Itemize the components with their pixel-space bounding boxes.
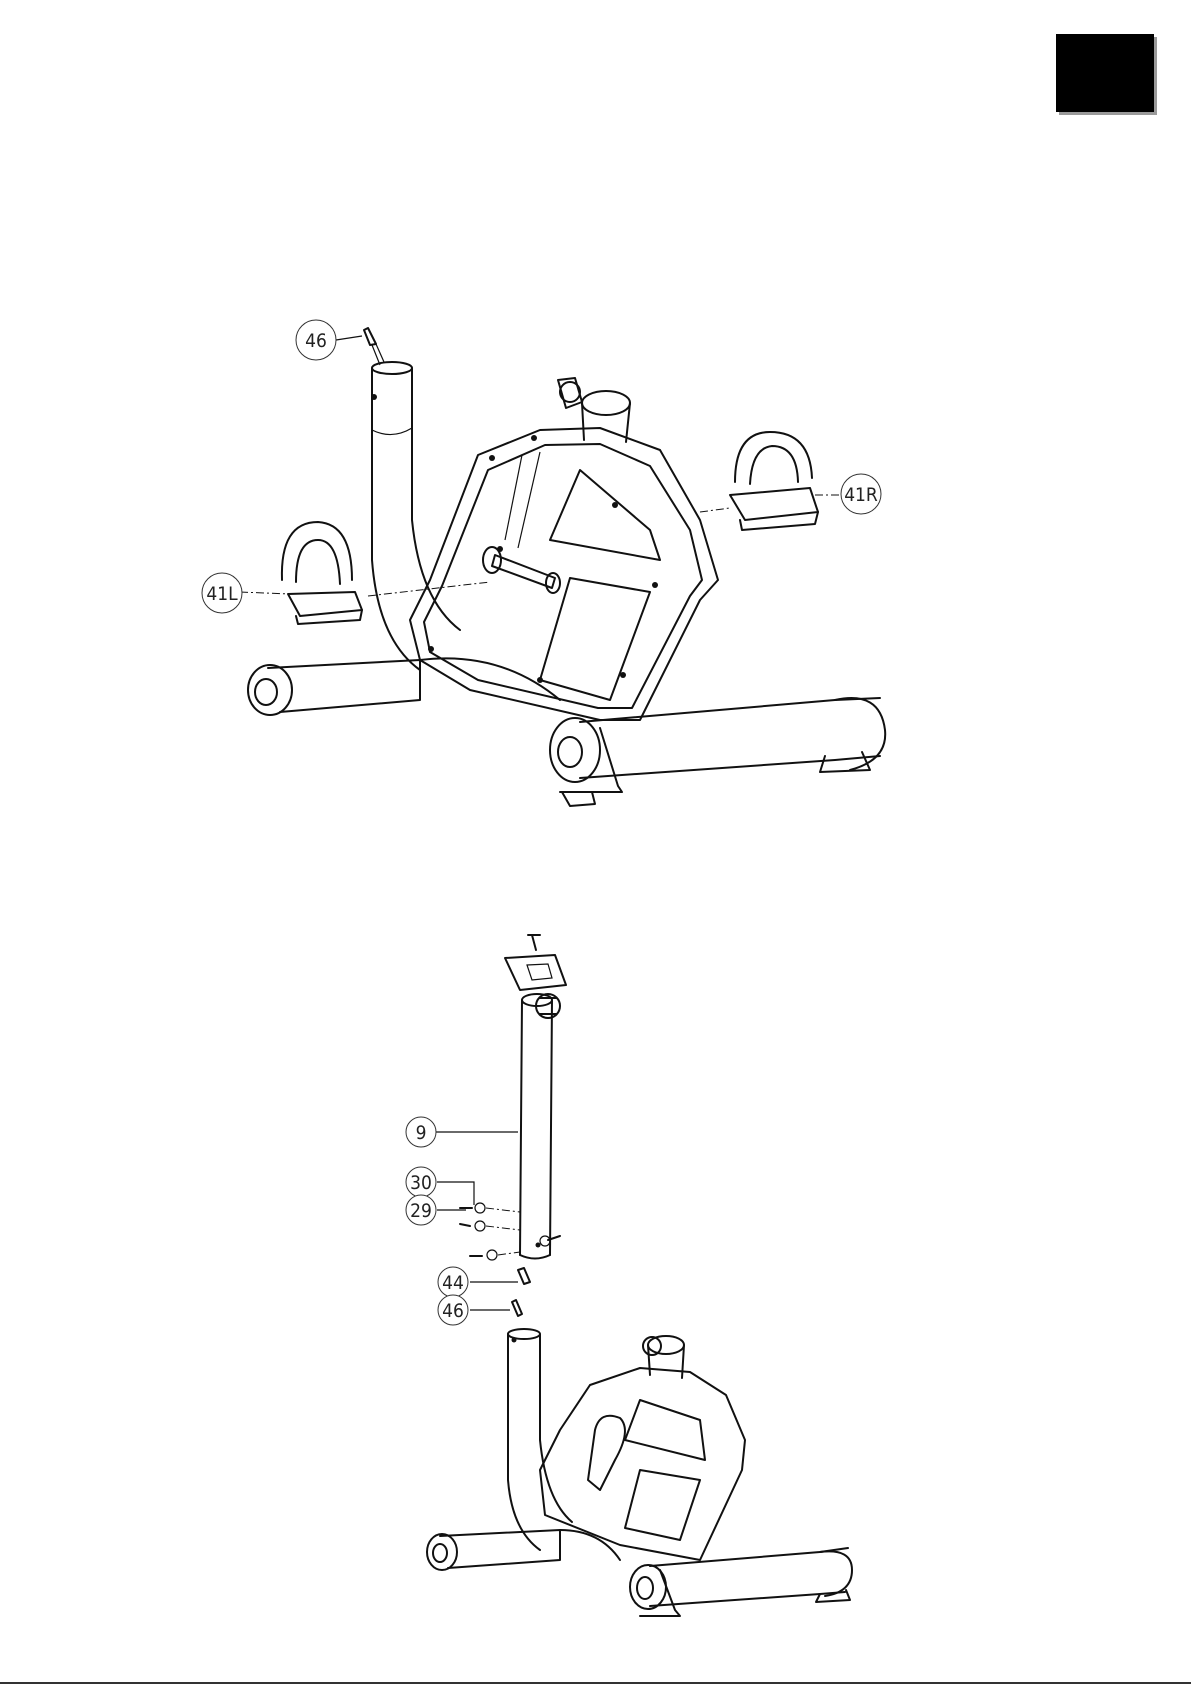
svg-text:41L: 41L <box>206 583 238 605</box>
pedal-right <box>700 432 818 530</box>
svg-text:30: 30 <box>410 1172 432 1194</box>
svg-text:46: 46 <box>305 330 327 352</box>
callout-46-top: 46 <box>296 320 336 360</box>
sensor-wire-44 <box>518 1268 530 1284</box>
lower-seat-tube <box>508 1329 572 1550</box>
callout-41R: 41R <box>841 474 881 514</box>
svg-text:9: 9 <box>416 1122 427 1144</box>
sensor-wire-46-bottom <box>512 1300 522 1316</box>
pedal-left <box>282 522 490 624</box>
callout-44: 44 <box>438 1267 468 1297</box>
callout-29: 29 <box>406 1195 436 1225</box>
svg-text:46: 46 <box>442 1300 464 1322</box>
figure-top-bike-frame <box>240 328 885 806</box>
callout-41L: 41L <box>202 573 242 613</box>
svg-text:44: 44 <box>442 1272 464 1294</box>
seat-post <box>520 994 552 1259</box>
svg-text:29: 29 <box>410 1200 432 1222</box>
sensor-wire-top <box>364 328 384 365</box>
seat-bracket <box>505 935 566 990</box>
callout-46-bottom: 46 <box>438 1295 468 1325</box>
svg-text:41R: 41R <box>844 484 878 506</box>
page-bottom-rule <box>0 1682 1191 1684</box>
crank-arm <box>483 547 560 593</box>
callout-9: 9 <box>406 1117 436 1147</box>
handlebar-socket <box>558 378 630 442</box>
rear-stabilizer <box>248 658 560 715</box>
flywheel-housing <box>410 428 718 720</box>
figure-bottom-seat-post <box>427 935 852 1616</box>
bolts-and-washers <box>460 1203 560 1260</box>
lower-stabilizers <box>427 1530 852 1616</box>
callout-30: 30 <box>406 1167 436 1197</box>
front-stabilizer <box>550 698 885 806</box>
seat-tube <box>371 362 460 670</box>
